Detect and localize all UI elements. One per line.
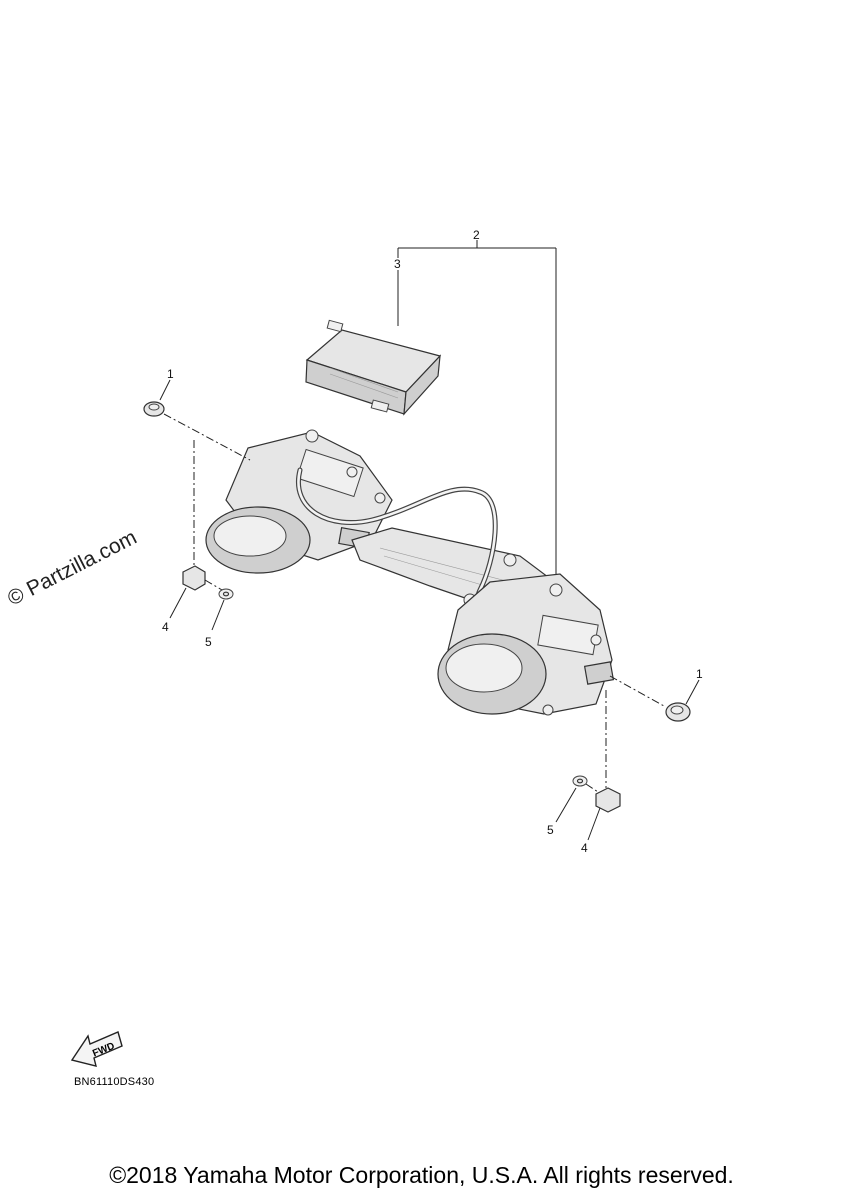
- right-headlight-assembly: [437, 573, 615, 716]
- callout-1-left: 1: [167, 367, 174, 381]
- callout-4-left: 4: [162, 620, 169, 634]
- right-grommet: [665, 702, 691, 722]
- leader-right-parts: [555, 679, 700, 841]
- leader-part-2: [397, 240, 557, 582]
- callout-5-left: 5: [205, 635, 212, 649]
- left-grommet: [143, 401, 165, 417]
- left-washer: [218, 588, 234, 600]
- diagram-code: BN61110DS430: [74, 1076, 155, 1088]
- callout-4-right: 4: [581, 841, 588, 855]
- callout-5-right: 5: [547, 823, 554, 837]
- leader-left-parts: [159, 379, 225, 631]
- right-nut: [595, 787, 621, 813]
- fwd-arrow-icon: FWD: [70, 1031, 123, 1067]
- right-axis-horizontal: [609, 675, 665, 707]
- callout-2: 2: [473, 228, 480, 242]
- right-washer: [572, 775, 588, 787]
- left-nut: [182, 565, 206, 591]
- callout-1-right: 1: [696, 667, 703, 681]
- left-axis-washer: [204, 579, 223, 591]
- callout-3: 3: [394, 257, 401, 271]
- control-unit: [305, 319, 442, 416]
- left-axis-horizontal: [163, 413, 251, 461]
- left-headlight-assembly: [205, 429, 393, 574]
- right-axis-washer: [585, 783, 599, 793]
- copyright-notice: ©2018 Yamaha Motor Corporation, U.S.A. A…: [109, 1162, 734, 1188]
